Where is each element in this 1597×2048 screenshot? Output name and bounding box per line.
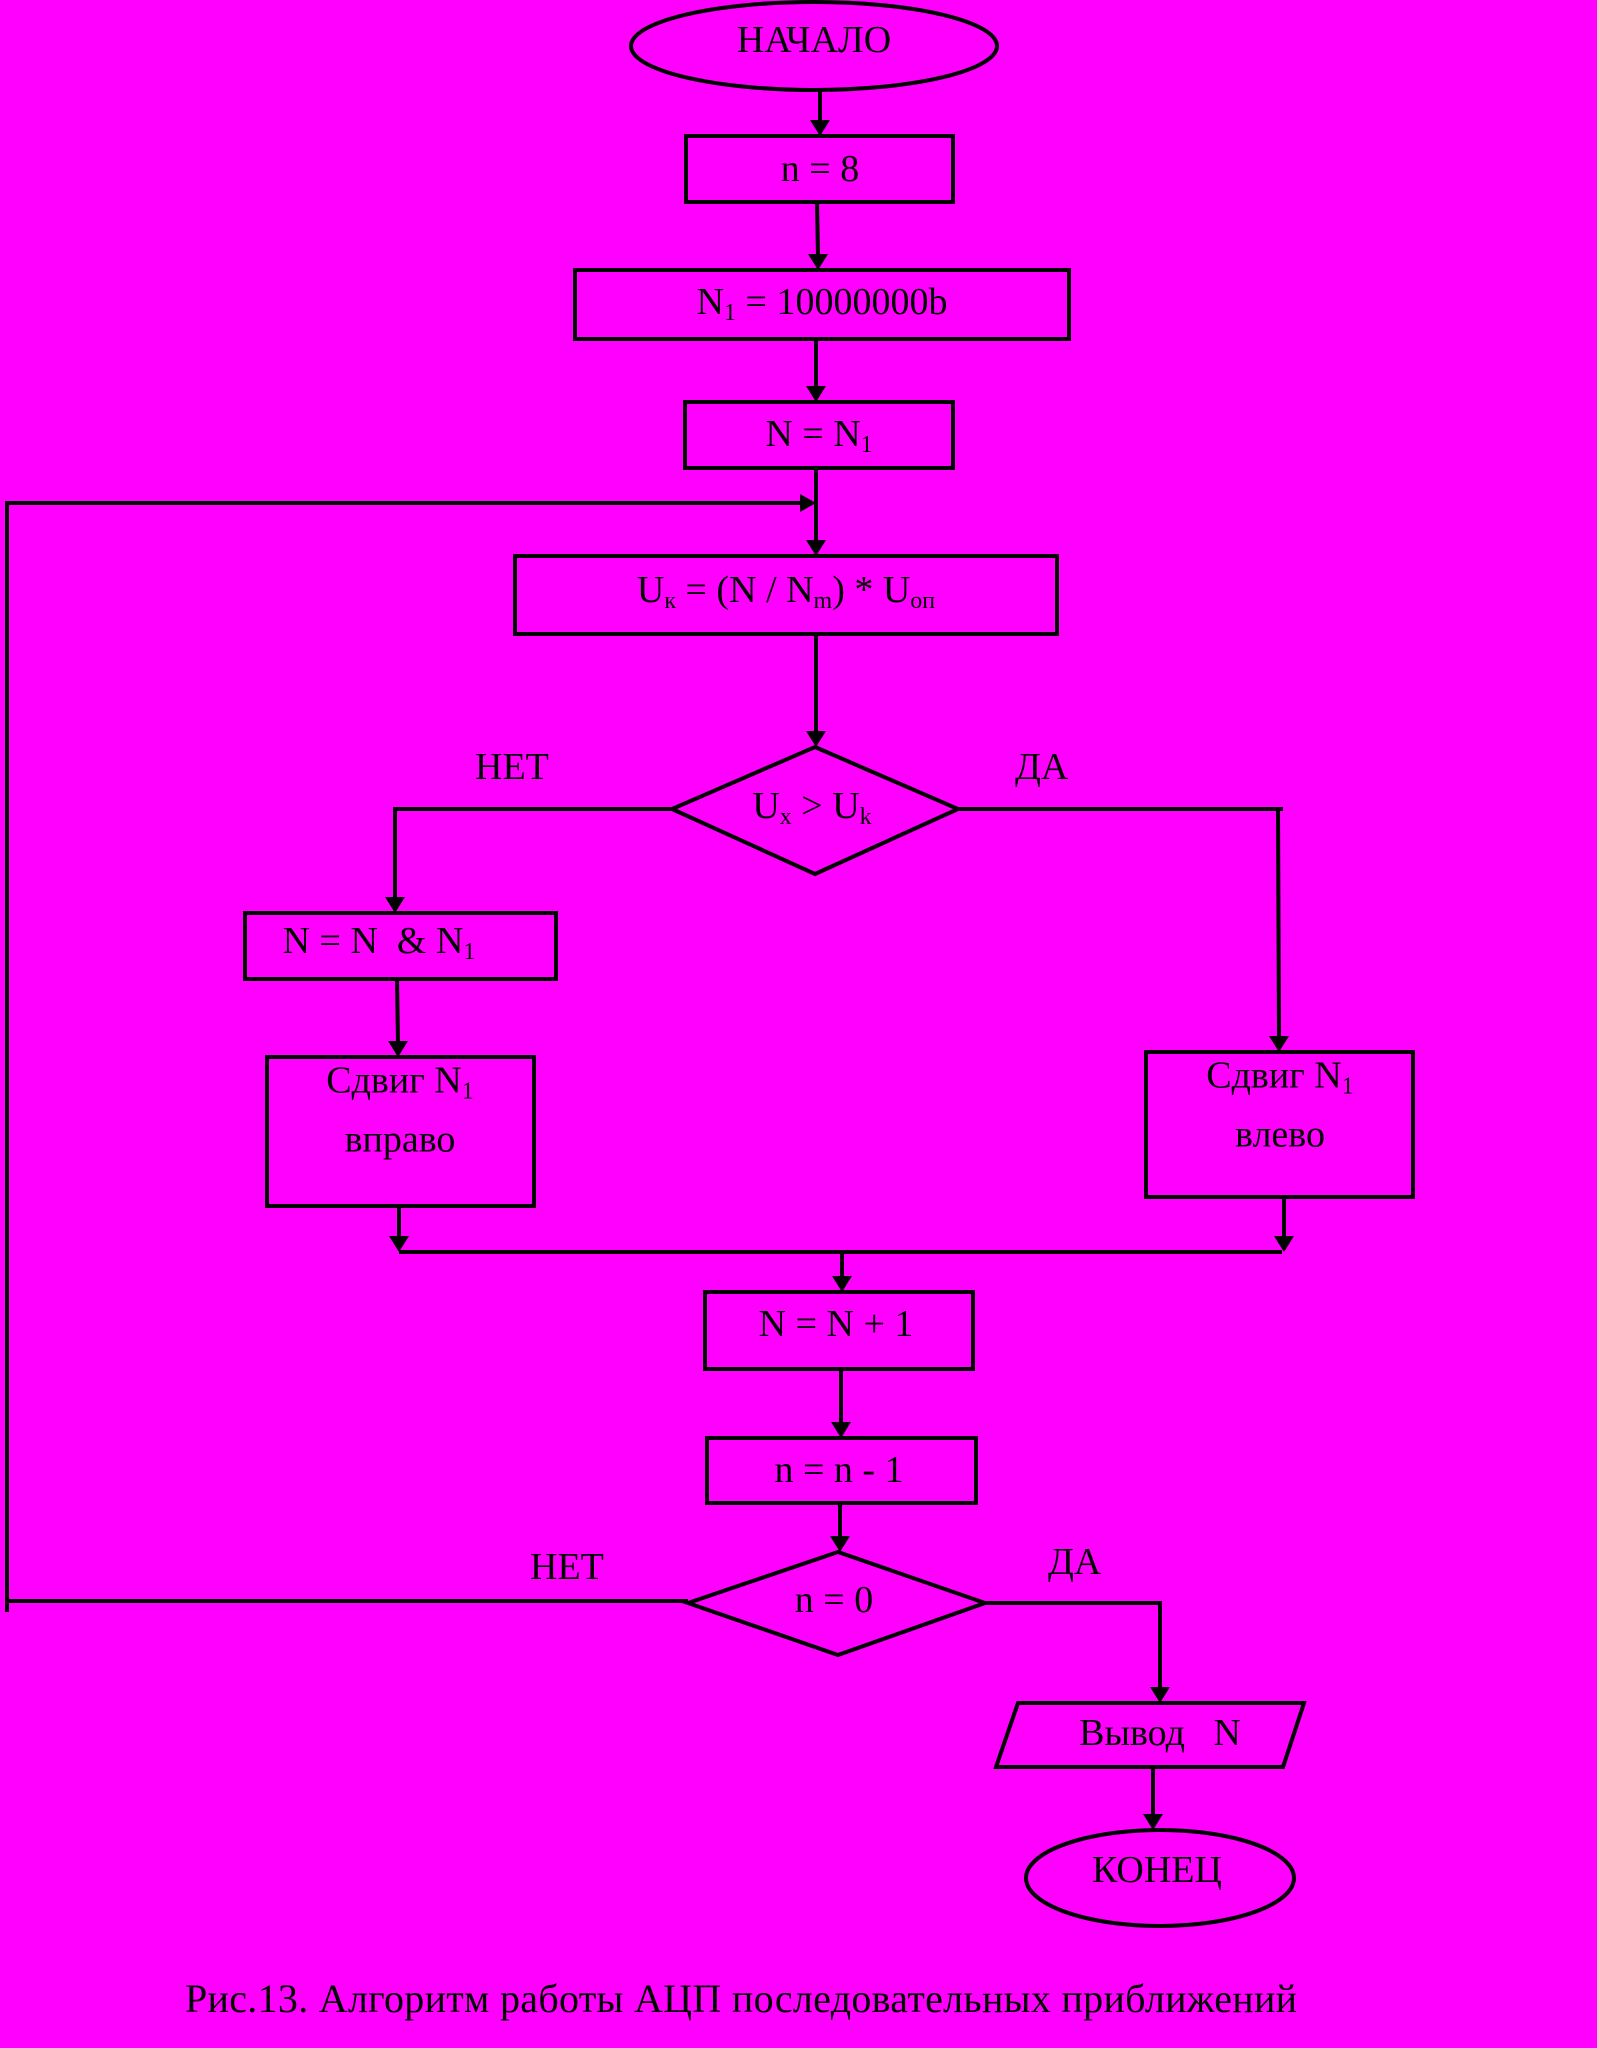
edge-and-op-shift-right [395, 978, 400, 1044]
cmp-s1: x [779, 804, 792, 830]
arrowhead [806, 540, 826, 556]
arrowhead [388, 1041, 408, 1057]
uk-p3: ) * U [832, 569, 911, 611]
set-n-sub: 1 [860, 432, 873, 458]
uk-s2: m [813, 588, 833, 614]
shift-left-line2: влево [1235, 1113, 1325, 1156]
start-terminator [629, 0, 999, 92]
set-n-label: N = N1 [765, 415, 872, 457]
compute-uk-box [513, 554, 1059, 636]
shift-left-sub: 1 [1341, 1073, 1354, 1100]
init-n1-var: N [696, 281, 725, 323]
edge-compare-yes [958, 807, 1283, 1039]
compare-diamond [667, 744, 963, 877]
uk-s3: оп [910, 588, 936, 614]
arrowhead [832, 1276, 852, 1292]
edge-check-yes [985, 1601, 1162, 1689]
arrowhead [806, 386, 826, 402]
arrowhead [1143, 1814, 1163, 1830]
arrowhead [389, 1236, 409, 1252]
start-label: НАЧАЛО [736, 19, 892, 61]
end-label: КОНЕЦ [1092, 1849, 1222, 1891]
shift-left-label: Сдвиг N1 влево [1206, 1052, 1354, 1159]
shift-right-line1: Сдвиг N [326, 1059, 462, 1102]
and-op-sub: 1 [463, 939, 476, 965]
cmp-s2: k [859, 804, 872, 830]
cmp-p1: U [752, 785, 780, 827]
init-n-box [684, 134, 955, 204]
init-n-label: n = 8 [780, 148, 860, 190]
init-n1-sub: 1 [724, 300, 737, 326]
and-op-main: N = N & N [282, 920, 464, 962]
shift-right-line2: вправо [344, 1118, 456, 1161]
init-n1-value: = 10000000b [736, 281, 948, 323]
arrowhead [800, 494, 816, 512]
edge-init-n-init-n1 [815, 201, 820, 257]
compute-uk-label: Uк = (N / Nm) * Uоп [637, 571, 935, 613]
and-op-box [243, 911, 558, 981]
arrowhead [831, 1422, 851, 1438]
output-label: Вывод N [1079, 1712, 1241, 1754]
shift-left-box [1144, 1050, 1415, 1199]
cmp-p2: > U [791, 785, 860, 827]
check-zero-label: n = 0 [794, 1579, 874, 1621]
end-terminator [1024, 1828, 1296, 1928]
arrowhead [1269, 1036, 1289, 1052]
compare-yes-label: ДА [1015, 746, 1069, 788]
set-n-main: N = N [765, 413, 861, 455]
edge-compare-no [393, 807, 672, 899]
uk-p1: U [636, 569, 665, 611]
check-no-label: НЕТ [530, 1546, 604, 1588]
check-yes-label: ДА [1048, 1541, 1102, 1583]
output-parallelogram [993, 1701, 1307, 1769]
uk-p2: = (N / N [675, 569, 814, 611]
arrowhead [385, 897, 405, 913]
decrement-label: n = n - 1 [774, 1449, 904, 1491]
arrowhead [806, 731, 826, 747]
connectors [5, 90, 1294, 1830]
set-n-box [683, 400, 955, 470]
init-n1-label: N1 = 10000000b [697, 283, 948, 325]
shift-right-sub: 1 [461, 1078, 474, 1105]
compare-label: Ux > Uk [752, 787, 871, 829]
increment-label: N = N + 1 [758, 1303, 914, 1345]
arrowhead [830, 1536, 850, 1552]
and-op-label: N = N & N1 [283, 922, 476, 964]
arrowhead [810, 120, 830, 136]
arrowhead [808, 254, 828, 270]
uk-s1: к [664, 588, 676, 614]
arrowhead [1150, 1687, 1170, 1703]
init-n1-box [573, 268, 1071, 341]
compare-no-label: НЕТ [475, 746, 549, 788]
check-zero-diamond [681, 1549, 992, 1658]
shift-left-line1: Сдвиг N [1206, 1054, 1342, 1097]
figure-caption: Рис.13. Алгоритм работы АЦП последовател… [185, 1976, 1298, 2021]
edge-check-no-loop [5, 501, 804, 1612]
arrowhead [1274, 1236, 1294, 1252]
